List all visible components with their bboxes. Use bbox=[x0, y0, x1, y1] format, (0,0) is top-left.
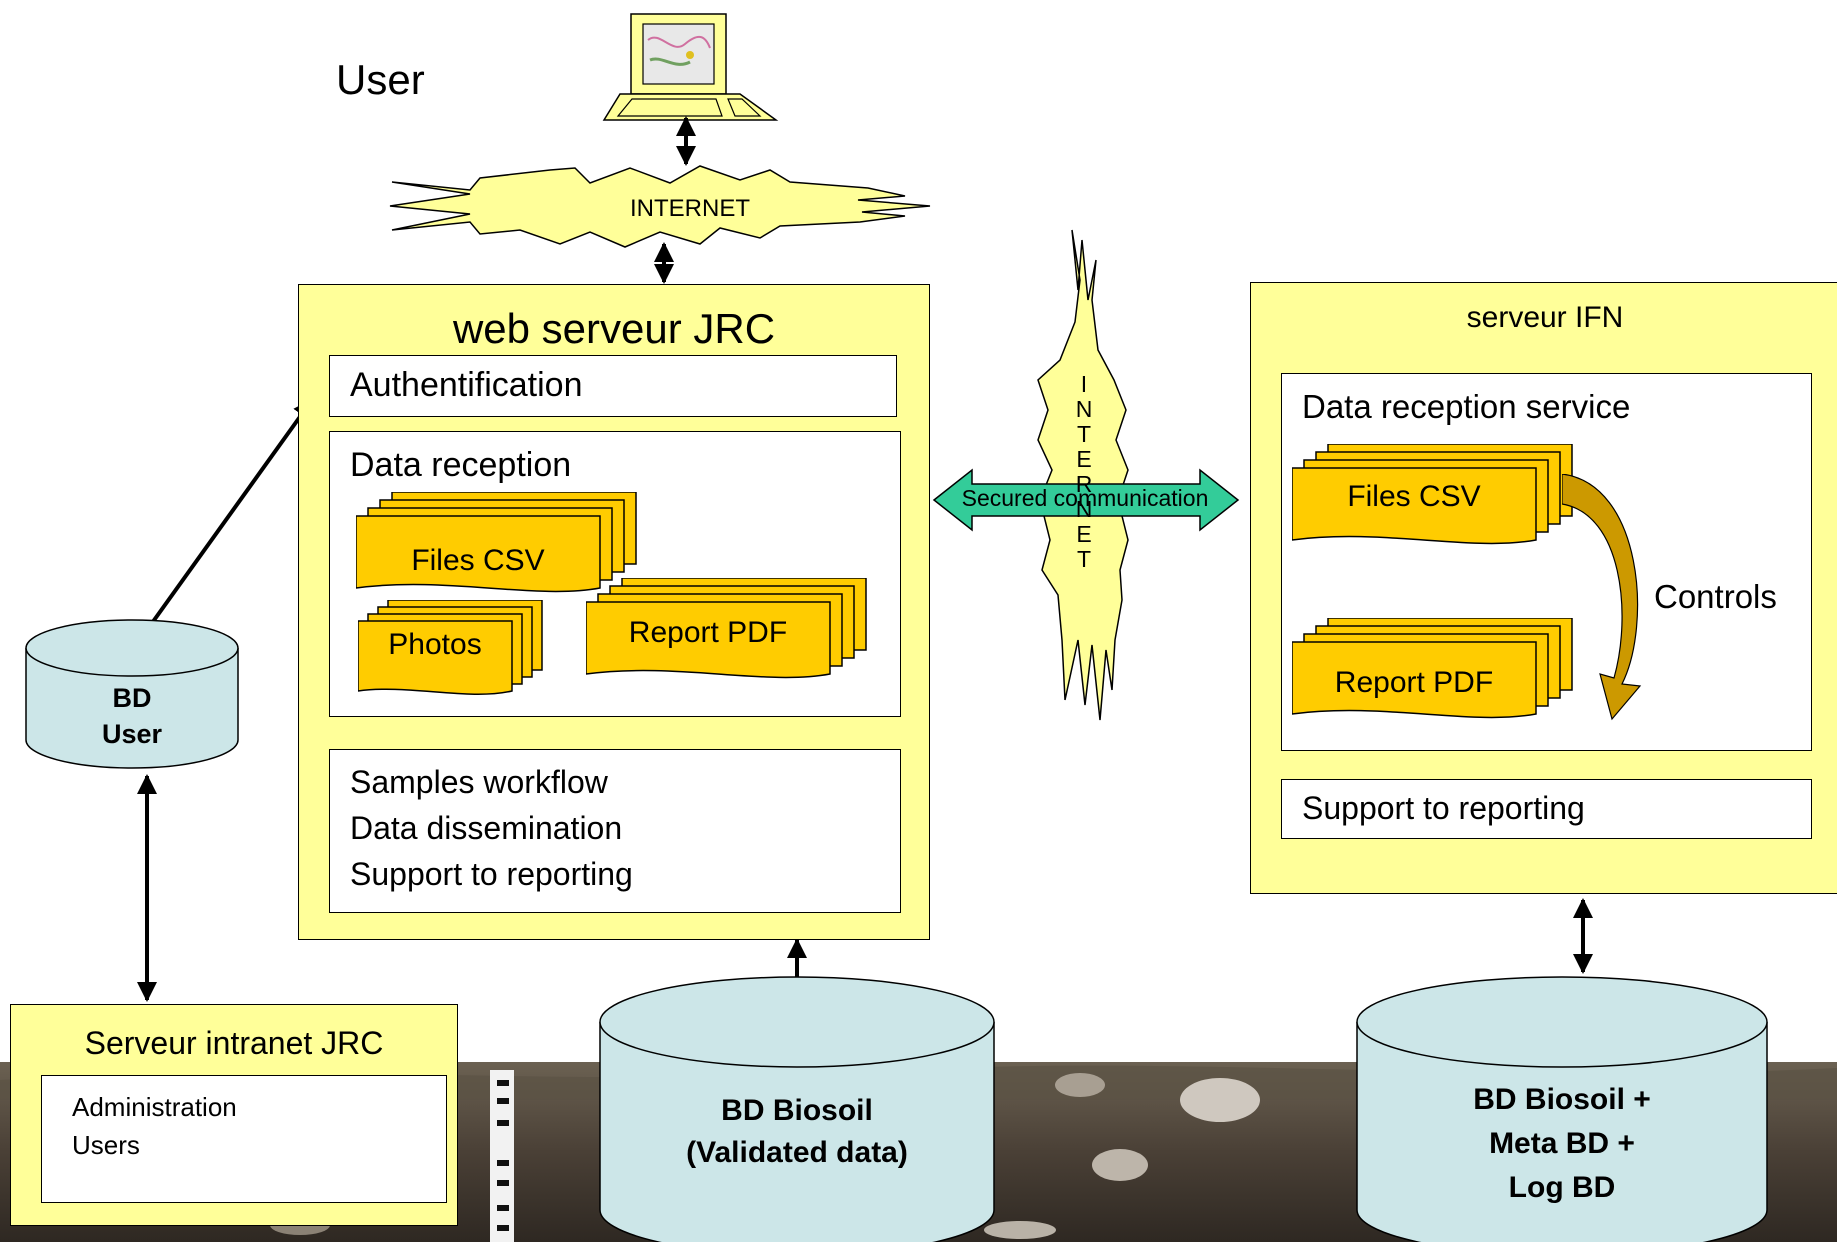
arrow-bduser-authentication bbox=[145, 398, 314, 632]
bd-ifn-database bbox=[1356, 976, 1768, 1242]
internet-letter: I bbox=[1080, 371, 1088, 397]
internet-top-burst bbox=[389, 165, 931, 248]
intranet-server: Serveur intranet JRC Administration User… bbox=[10, 1004, 458, 1226]
report-pdf-label: Report PDF bbox=[628, 616, 788, 649]
bd-ifn-line3: Log BD bbox=[1508, 1171, 1616, 1204]
internet-letter: E bbox=[1076, 521, 1092, 547]
internet-letter: E bbox=[1076, 446, 1092, 472]
bd-user-database bbox=[25, 619, 239, 769]
ifn-report-pdf-label: Report PDF bbox=[1334, 666, 1494, 699]
data-reception-title: Data reception bbox=[350, 446, 572, 484]
internet-vertical-letters: I N T E R N E T bbox=[1070, 372, 1098, 572]
bd-biosoil-line1: BD Biosoil bbox=[721, 1094, 873, 1127]
controls-curved-arrow bbox=[1562, 474, 1642, 721]
bd-ifn-label: BD Biosoil + Meta BD + Log BD bbox=[1357, 1078, 1767, 1210]
files-csv-label: Files CSV bbox=[411, 544, 545, 577]
photo-ruler bbox=[490, 1070, 514, 1242]
bd-user-label: BD User bbox=[26, 680, 238, 752]
web-server-title: web serveur JRC bbox=[452, 305, 776, 352]
photos-doc-stack bbox=[358, 600, 543, 695]
internet-vertical-burst bbox=[1037, 229, 1129, 721]
ifn-data-reception-box: Data reception service Files CSV Report … bbox=[1281, 373, 1812, 751]
users-label: Users bbox=[72, 1130, 140, 1160]
services-box: Samples workflow Data dissemination Supp… bbox=[329, 749, 901, 913]
internet-letter: T bbox=[1076, 546, 1092, 572]
ifn-data-reception-title: Data reception service bbox=[1302, 388, 1631, 425]
data-dissemination-label: Data dissemination bbox=[350, 810, 623, 846]
secured-communication-label: Secured communication bbox=[961, 485, 1209, 511]
intranet-content-box: Administration Users bbox=[41, 1075, 447, 1203]
bd-biosoil-database bbox=[599, 976, 995, 1242]
data-reception-box: Data reception Files CSV Photos Report P… bbox=[329, 431, 901, 717]
bd-user-line1: BD bbox=[112, 683, 152, 713]
bd-ifn-line1: BD Biosoil + bbox=[1473, 1083, 1651, 1116]
internet-letter: N bbox=[1075, 396, 1093, 422]
ifn-files-csv-label: Files CSV bbox=[1347, 480, 1481, 513]
computer-icon bbox=[602, 13, 779, 121]
bd-biosoil-label: BD Biosoil (Validated data) bbox=[600, 1090, 994, 1174]
bd-ifn-line2: Meta BD + bbox=[1489, 1127, 1635, 1160]
ifn-support-label: Support to reporting bbox=[1302, 790, 1585, 826]
internet-letter: N bbox=[1075, 496, 1093, 522]
authentication-label: Authentification bbox=[350, 366, 583, 404]
samples-workflow-label: Samples workflow bbox=[350, 764, 608, 800]
authentication-box: Authentification bbox=[329, 355, 897, 417]
support-to-reporting-label: Support to reporting bbox=[350, 856, 633, 892]
internet-letter: T bbox=[1076, 421, 1092, 447]
intranet-title: Serveur intranet JRC bbox=[84, 1025, 384, 1061]
internet-top-label: INTERNET bbox=[630, 195, 750, 222]
ifn-server: serveur IFN Data reception service Files… bbox=[1250, 282, 1837, 894]
ifn-server-title: serveur IFN bbox=[1466, 301, 1624, 334]
user-label: User bbox=[336, 56, 425, 103]
bd-biosoil-line2: (Validated data) bbox=[686, 1136, 908, 1169]
ifn-support-box: Support to reporting bbox=[1281, 779, 1812, 839]
bd-user-line2: User bbox=[101, 719, 163, 749]
photos-label: Photos bbox=[388, 628, 482, 661]
web-server-jrc: web serveur JRC Authentification Data re… bbox=[298, 284, 930, 940]
internet-letter: R bbox=[1075, 471, 1093, 497]
secured-communication-arrow bbox=[932, 468, 1240, 532]
administration-label: Administration bbox=[72, 1092, 237, 1122]
controls-label: Controls bbox=[1654, 578, 1777, 615]
